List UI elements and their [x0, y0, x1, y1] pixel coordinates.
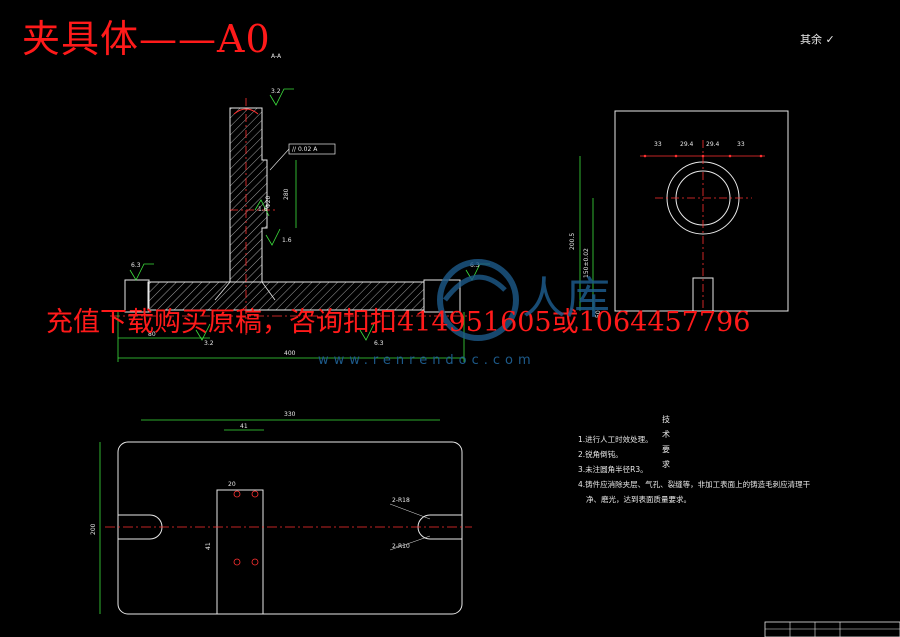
side-dim-1: 33 [654, 141, 662, 148]
rough-left: 6.3 [131, 262, 141, 269]
roughness-mid-icon [254, 199, 270, 217]
front-section-view: A-A 400 80 280 Φ20 // 0.02 A 3.2 6.3 [110, 53, 490, 362]
section-label: A-A [271, 53, 282, 60]
dim-overall-width: 400 [284, 350, 296, 357]
roughness-mid2-icon [265, 228, 281, 246]
side-outline [614, 110, 789, 312]
dim-hole-size: Φ20 [265, 195, 272, 208]
roughness-top-icon [269, 88, 294, 106]
dim-height-total: 280 [283, 188, 290, 200]
tech-heading: 技术要求 [662, 415, 670, 469]
fillet-lines [214, 281, 276, 301]
side-bottom-slot [692, 277, 714, 311]
rough-top: 3.2 [271, 88, 281, 95]
top-outline [117, 441, 463, 615]
roughness-base-right-icon [359, 323, 375, 341]
roughness-base-left-icon [195, 323, 211, 341]
top-view: 330 41 200 20 41 2-R18 2-R10 [90, 411, 472, 615]
rough-mid1: 1.6 [258, 206, 268, 213]
dim-side-h2: 150±0.02 [583, 248, 590, 278]
side-dim-3: 29.4 [706, 141, 720, 148]
base-bar [147, 281, 425, 311]
rough-right: 6.3 [470, 262, 480, 269]
rough-base-right: 6.3 [374, 340, 384, 347]
dim-top-len: 330 [284, 411, 296, 418]
dim-side-h1: 200.5 [569, 233, 576, 250]
dim-top-holes-a: 20 [228, 481, 236, 488]
watermark-brand: 人库 [522, 273, 610, 324]
top-post-outline [216, 489, 264, 615]
tech-item: 4.铸件应消除夹层、气孔、裂缝等，非加工表面上的铸造毛刺应清理干 [578, 480, 811, 489]
slot-right-label: 2-R10 [392, 543, 410, 550]
tech-item: 3.未注圆角半径R3。 [578, 465, 648, 474]
side-dim-2: 29.4 [680, 141, 694, 148]
tech-item: 1.进行人工时效处理。 [578, 435, 653, 444]
dim-top-holes-b: 41 [205, 542, 212, 550]
roughness-check-icon: ✓ [825, 33, 835, 46]
watermark-url: www.renrendoc.com [318, 353, 536, 368]
dim-side-bottom: 50 [595, 310, 602, 318]
tech-item: 2.锐角倒钝。 [578, 450, 623, 459]
rough-mid2: 1.6 [282, 237, 292, 244]
tolerance-value: // 0.02 A [292, 146, 318, 153]
dim-top-width: 200 [90, 523, 97, 535]
tech-item: 净、磨光，达到表面质量要求。 [586, 495, 691, 504]
side-view: 33 29.4 29.4 33 200.5 150±0.02 50 [569, 110, 789, 318]
dim-left-foot: 80 [148, 331, 156, 338]
dim-top-len2: 41 [240, 423, 248, 430]
watermark-text: 充值下载购买原稿，咨询扣扣414951605或1064457796 [46, 307, 751, 338]
tech-list: 1.进行人工时效处理。 2.锐角倒钝。 3.未注圆角半径R3。 4.铸件应消除夹… [578, 432, 818, 507]
slot-left-label: 2-R18 [392, 497, 410, 504]
roughness-rest-note: 其余 ✓ [800, 31, 835, 47]
watermark-logo-icon [437, 259, 519, 341]
rough-base-left: 3.2 [204, 340, 214, 347]
title-block [764, 621, 900, 637]
side-dim-4: 33 [737, 141, 745, 148]
left-foot [124, 279, 150, 313]
roughness-left-icon [129, 263, 154, 281]
drawing-title: 夹具体——A0 [22, 17, 271, 61]
roughness-rest-label: 其余 [800, 33, 822, 46]
vertical-post [229, 107, 268, 283]
